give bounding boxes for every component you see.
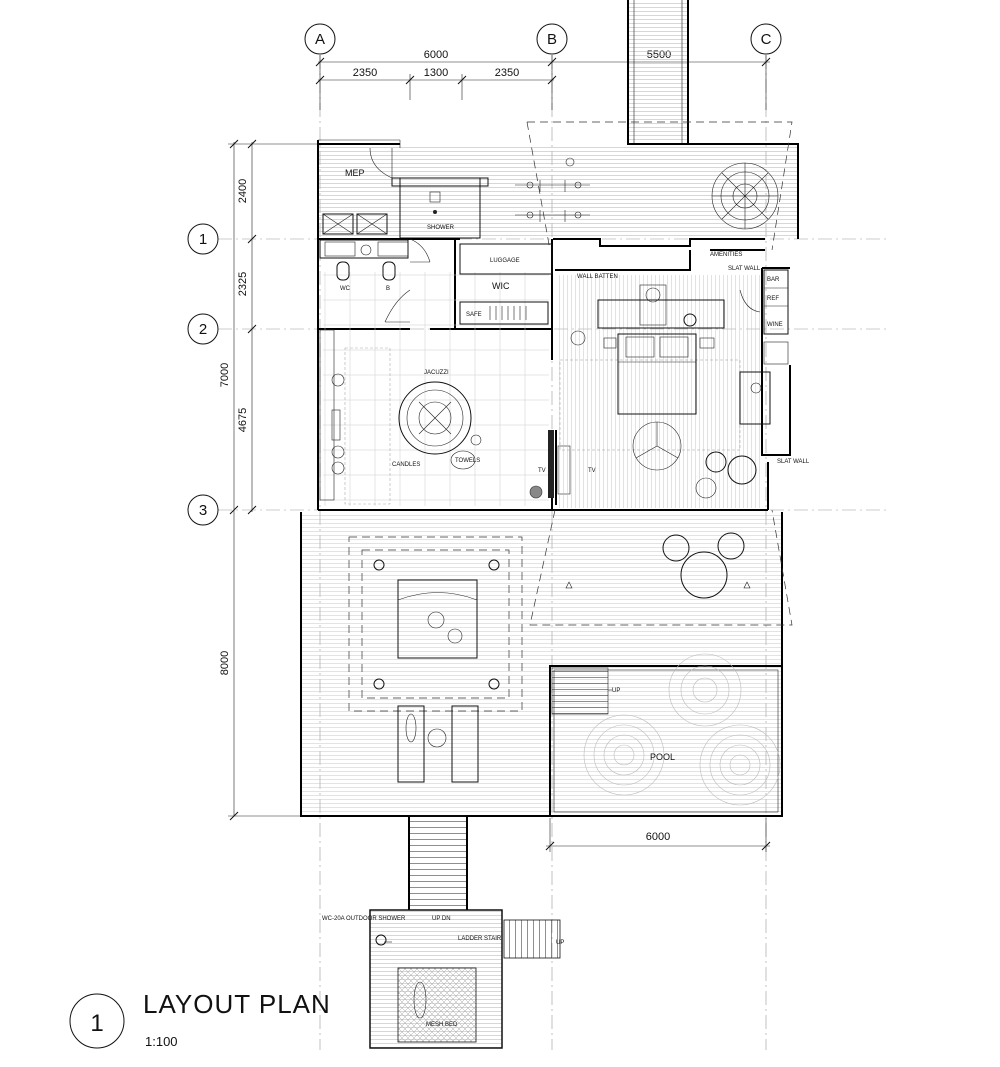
label-ladder-stair: LADDER STAIR (458, 936, 502, 942)
grid-bubble-1: 1 (187, 223, 219, 255)
drawing-title-block: 1 LAYOUT PLAN 1:100 (69, 989, 331, 1049)
stair-to-platform (408, 815, 468, 911)
dim-left-2400: 2400 (237, 179, 249, 203)
dim-pool-width: 6000 (646, 831, 670, 843)
label-outdoor-shower: WC-20A OUTDOOR SHOWER (322, 916, 406, 922)
daybed-pavilion (348, 536, 523, 712)
label-safe: SAFE (466, 312, 482, 318)
sun-loungers (397, 705, 479, 783)
label-bar: BAR (767, 277, 780, 283)
label-up-dn: UP DN (432, 916, 451, 922)
label-candles: CANDLES (392, 462, 420, 468)
dim-left-2325: 2325 (237, 272, 249, 296)
grid-bubble-b: B (536, 23, 568, 55)
dining-set (565, 532, 751, 599)
label-b: B (386, 286, 390, 292)
grid-label-a: A (315, 31, 325, 48)
left-dimension-lines: 2400 2325 7000 4675 8000 (219, 139, 318, 821)
label-slat-wall-top: SLAT WALL (728, 266, 761, 272)
top-dimension-lines: 6000 5500 2350 1300 2350 (315, 49, 771, 110)
title-name: LAYOUT PLAN (143, 989, 331, 1019)
label-pool: POOL (650, 752, 675, 762)
label-up-ladder: UP (556, 940, 564, 946)
top-service-strip: MEP SHOWER (317, 139, 799, 510)
bath-side-planters (319, 329, 345, 501)
dim-left-7000: 7000 (219, 363, 231, 387)
title-scale: 1:100 (145, 1034, 178, 1049)
label-towels: TOWELS (455, 458, 480, 464)
label-ref: REF (767, 296, 779, 302)
label-wall-batten: WALL BATTEN (577, 274, 618, 280)
grid-label-b: B (547, 31, 557, 48)
label-luggage: LUGGAGE (490, 258, 520, 264)
grid-bubble-a: A (304, 23, 336, 55)
bedroom: WALL BATTEN AMENITIES SLAT WALL (557, 252, 771, 508)
main-deck (300, 512, 783, 817)
label-mep: MEP (345, 168, 365, 178)
dim-top-total: 6000 (424, 49, 448, 61)
walk-in-closet: LUGGAGE WIC SAFE (459, 243, 553, 325)
label-shower: SHOWER (427, 225, 455, 231)
bathroom-floor (323, 272, 549, 506)
grid-label-3: 3 (199, 502, 207, 519)
dim-left-8000: 8000 (219, 651, 231, 675)
grid-bubble-3: 3 (187, 494, 219, 526)
entry-boardwalk (627, 0, 689, 145)
bar-unit: BAR REF WINE SLAT WALL (739, 269, 810, 465)
label-up-pool: UP (612, 688, 620, 694)
tree-symbol (711, 162, 779, 230)
label-wine: WINE (767, 322, 783, 328)
pool-dimension: 6000 (545, 818, 771, 852)
roof-outline-front (529, 509, 793, 626)
pool: UP POOL (549, 653, 783, 817)
label-amenities: AMENITIES (710, 252, 742, 258)
label-tv-1: TV (538, 468, 546, 474)
label-jacuzzi: JACUZZI (424, 370, 449, 376)
label-mesh-bed: MESH BED (426, 1022, 458, 1028)
grid-label-1: 1 (199, 231, 207, 248)
label-wc: WC (340, 286, 351, 292)
dim-top-part-3: 2350 (495, 67, 519, 79)
dim-top-part-2: 1300 (424, 67, 448, 79)
label-wic: WIC (492, 281, 510, 291)
grid-label-2: 2 (199, 321, 207, 338)
lower-platform: UP DN WC-20A OUTDOOR SHOWER LADDER STAIR… (322, 909, 564, 1049)
dim-left-4675: 4675 (237, 408, 249, 432)
bathroom-fixtures: WC B (319, 238, 431, 323)
title-number: 1 (90, 1010, 103, 1037)
grid-bubble-2: 2 (187, 313, 219, 345)
grid-bubble-c: C (750, 23, 782, 55)
roof-outline-top (526, 121, 793, 251)
label-slat-wall-right: SLAT WALL (777, 459, 810, 465)
jacuzzi: JACUZZI CANDLES TOWELS (344, 347, 543, 505)
grid-label-c: C (761, 31, 772, 48)
dim-top-part-1: 2350 (353, 67, 377, 79)
